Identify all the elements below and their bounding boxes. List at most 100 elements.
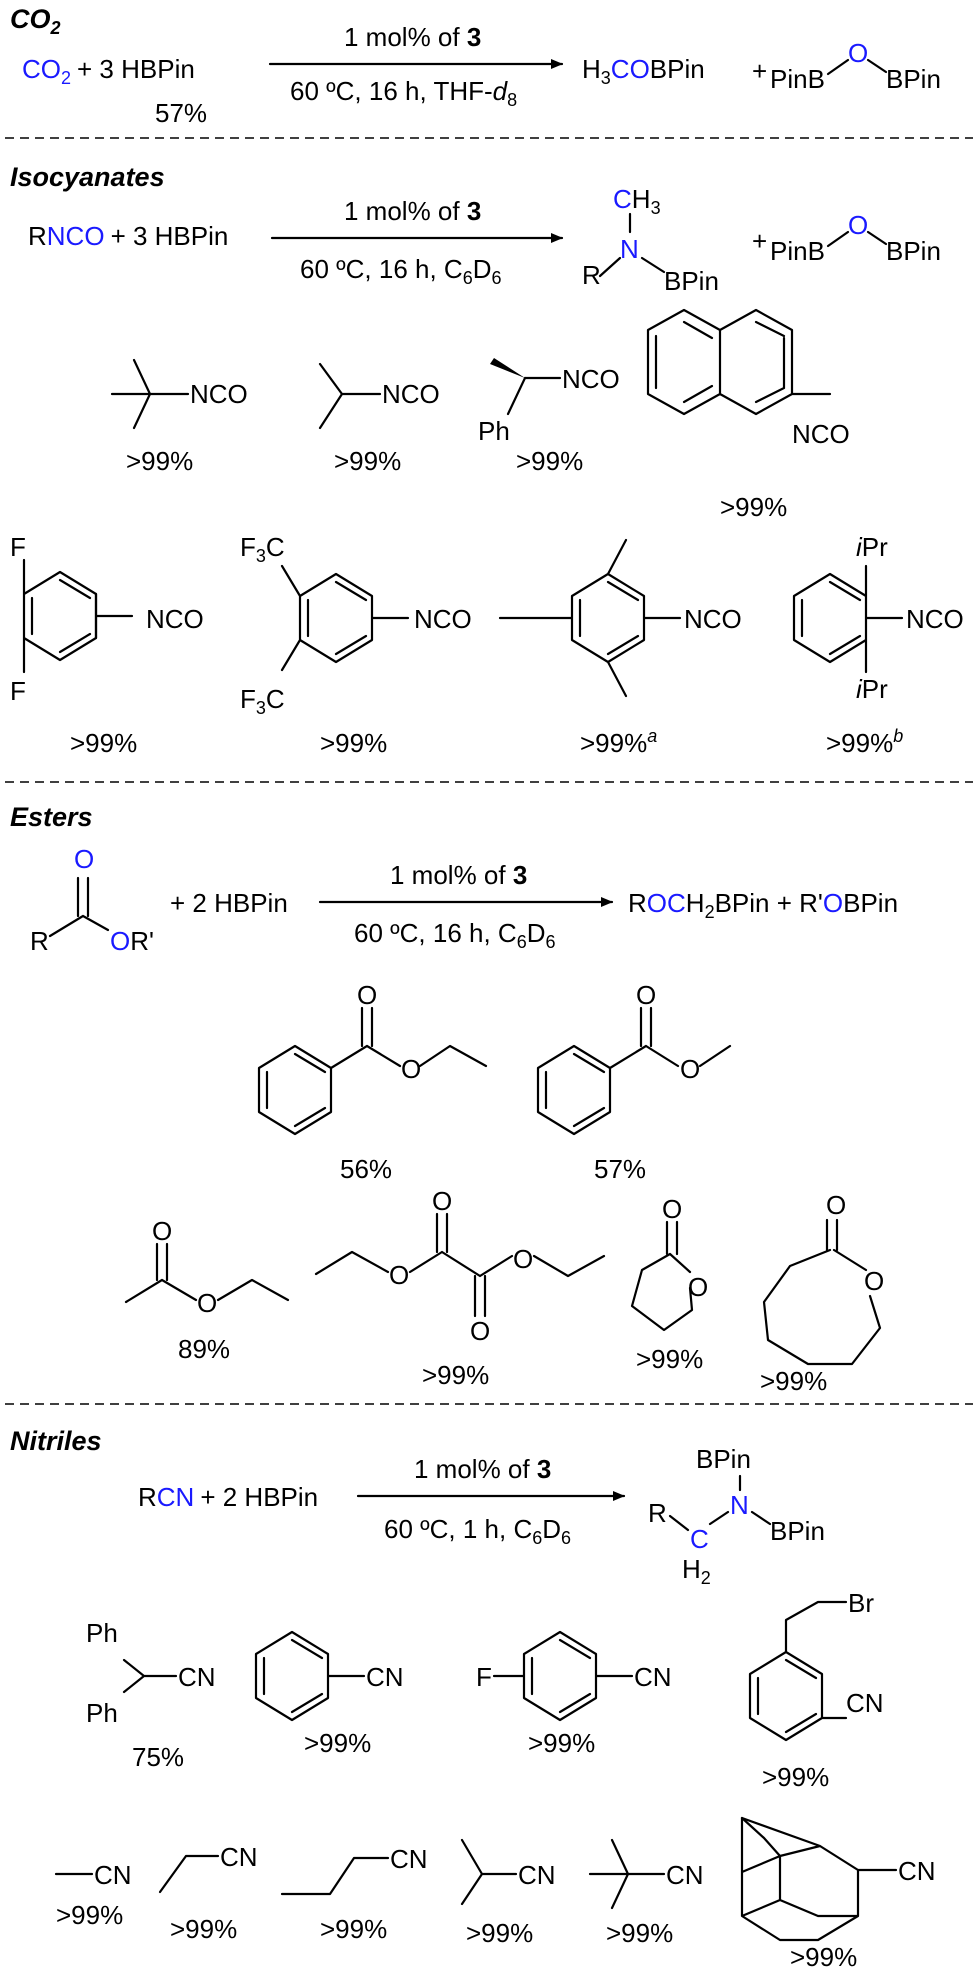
ester-carbonyl-oxygen: O	[74, 844, 94, 874]
co2-product-methoxyborane: H3COBPin	[582, 54, 705, 88]
product-bpin-right: BPin	[770, 1516, 825, 1546]
nitrile-product: BPin N BPin C R H2	[648, 1444, 825, 1588]
structure-bonds	[122, 1658, 178, 1694]
nitrile-substrate-propionitrile: CN >99%	[158, 1842, 258, 1944]
substrate-label: CN	[94, 1860, 132, 1890]
substrate-ring-oxygen: O	[864, 1266, 884, 1296]
isocyanate-bond-b-o	[826, 230, 850, 248]
ester-substrate-diethyl-oxalate: O O O O >99%	[314, 1186, 606, 1390]
ester-reagent: + 2 HBPin	[170, 888, 288, 918]
substrate-carbonyl-oxygen: O	[826, 1190, 846, 1220]
co2-product-bpin: BPin	[886, 64, 941, 94]
isocyanate-product-bond-rn	[598, 256, 622, 278]
substrate-ester-oxygen: O	[197, 1288, 217, 1318]
product-bpin-top: BPin	[696, 1444, 751, 1474]
substrate-fluoro-bottom: F	[10, 676, 26, 706]
substrate-fluoro-top: F	[10, 532, 26, 562]
nitrile-condition-bottom: 60 ºC, 1 h, C6D6	[384, 1514, 571, 1548]
ester-r: R	[30, 926, 49, 956]
nitrile-substrate-butyronitrile: CN >99%	[280, 1844, 428, 1944]
structure-bonds	[280, 1856, 390, 1896]
substrate-ipr-top: iPr	[856, 532, 888, 562]
substrate-carbonyl-oxygen: O	[636, 980, 656, 1010]
substrate-ipr-bottom: iPr	[856, 674, 888, 704]
section-title-co2: CO2	[10, 4, 61, 38]
substrate-label: NCO	[382, 379, 440, 409]
isocyanate-product-oxygen: O	[848, 210, 868, 240]
co2-bond-b-o	[826, 58, 850, 76]
substrate-yield: >99%	[466, 1918, 533, 1948]
co2-condition-top: 1 mol% of 3	[344, 22, 481, 52]
substrate-yield: >99%	[528, 1728, 595, 1758]
ester-products: ROCH2BPin + R'OBPin	[628, 888, 898, 922]
isocyanate-product-bond-nb	[640, 256, 666, 274]
substrate-cf3-top: F3C	[240, 532, 285, 566]
substrate-yield: >99%	[760, 1366, 827, 1396]
substrate-ester-oxygen-1: O	[389, 1260, 409, 1290]
substrate-yield: >99%b	[826, 726, 903, 758]
substrate-label: NCO	[190, 379, 248, 409]
nitrile-substrate-diphenylacetonitrile: Ph Ph CN 75%	[86, 1618, 216, 1772]
substrate-carbonyl-oxygen-2: O	[470, 1316, 490, 1346]
structure-bonds	[314, 1212, 606, 1318]
substrate-carbonyl-oxygen: O	[357, 980, 377, 1010]
substrate-yield: >99%	[334, 446, 401, 476]
section-esters: Esters O R OR' + 2 HBPin 1 mol% of 3 60 …	[10, 802, 898, 1396]
ester-substrate-ethyl-acetate: O O 89%	[124, 1216, 290, 1364]
section-isocyanates: Isocyanates RNCO+ 3 HBPin 1 mol% of 3 60…	[10, 162, 964, 758]
nitrile-substrate-bromomethylbenzonitrile: Br CN >99%	[748, 1588, 884, 1792]
nitrile-substrate-fluorobenzonitrile: F CN >99%	[476, 1630, 672, 1758]
structure-bonds	[460, 1838, 518, 1906]
ester-substrate-caprolactone: O O >99%	[760, 1190, 884, 1396]
ester-substrate-ethyl-benzoate: O O 56%	[257, 980, 488, 1184]
isocyanate-plus: +	[752, 226, 767, 256]
substrate-yield: >99%	[720, 492, 787, 522]
ester-substrate-butyrolactone: O O >99%	[630, 1194, 708, 1374]
substrate-yield: 89%	[178, 1334, 230, 1364]
substrate-label: NCO	[414, 604, 472, 634]
isocyanate-reactant: RNCO+ 3 HBPin	[28, 221, 228, 251]
substrate-yield: >99%	[790, 1942, 857, 1970]
isocyanate-bond-o-b	[866, 230, 888, 246]
structure-bonds	[492, 1630, 634, 1722]
substrate-label: NCO	[562, 364, 620, 394]
isocyanate-product-methyl: CH3	[613, 184, 661, 218]
substrate-ester-oxygen: O	[680, 1054, 700, 1084]
isocyanate-substrate-difluorophenyl: F F NCO >99%	[10, 532, 204, 758]
substrate-yield: >99%	[762, 1762, 829, 1792]
substrate-yield: >99%	[320, 1914, 387, 1944]
substrate-yield: 57%	[594, 1154, 646, 1184]
substrate-yield: >99%	[606, 1918, 673, 1948]
product-h2: H2	[682, 1554, 711, 1588]
co2-yield: 57%	[155, 98, 207, 128]
nitrile-substrate-adamantanecarbonitrile: CN >99%	[740, 1816, 936, 1970]
substrate-yield: >99%	[320, 728, 387, 758]
structure-bonds	[22, 558, 134, 674]
substrate-label: CN	[898, 1856, 936, 1886]
structure-bonds	[158, 1854, 220, 1894]
nitrile-substrate-benzonitrile: CN >99%	[254, 1630, 404, 1758]
product-nitrogen: N	[730, 1490, 749, 1520]
structure-bonds	[536, 1006, 732, 1136]
structure-bonds	[588, 1838, 666, 1910]
structure-bonds	[506, 376, 562, 416]
structure-bonds	[318, 362, 382, 430]
bond-r-c	[668, 1514, 690, 1532]
bond-n-b2	[750, 1510, 772, 1526]
substrate-yield: >99%	[422, 1360, 489, 1390]
substrate-yield: >99%	[126, 446, 193, 476]
substrate-yield: >99%	[516, 446, 583, 476]
substrate-label: NCO	[906, 604, 964, 634]
structure-bonds	[498, 538, 682, 698]
substrate-yield: 75%	[132, 1742, 184, 1772]
nitrile-condition-top: 1 mol% of 3	[414, 1454, 551, 1484]
isocyanate-product-bpin2: BPin	[886, 236, 941, 266]
co2-product-oxygen: O	[848, 38, 868, 68]
substrate-label: CN	[518, 1860, 556, 1890]
substrate-label: CN	[366, 1662, 404, 1692]
ester-reactant: O R OR'	[30, 844, 154, 956]
substrate-ester-oxygen: O	[401, 1054, 421, 1084]
isocyanate-substrate-naphthyl: NCO >99%	[646, 308, 850, 522]
co2-bond-o-b	[866, 58, 888, 74]
product-r: R	[648, 1498, 667, 1528]
